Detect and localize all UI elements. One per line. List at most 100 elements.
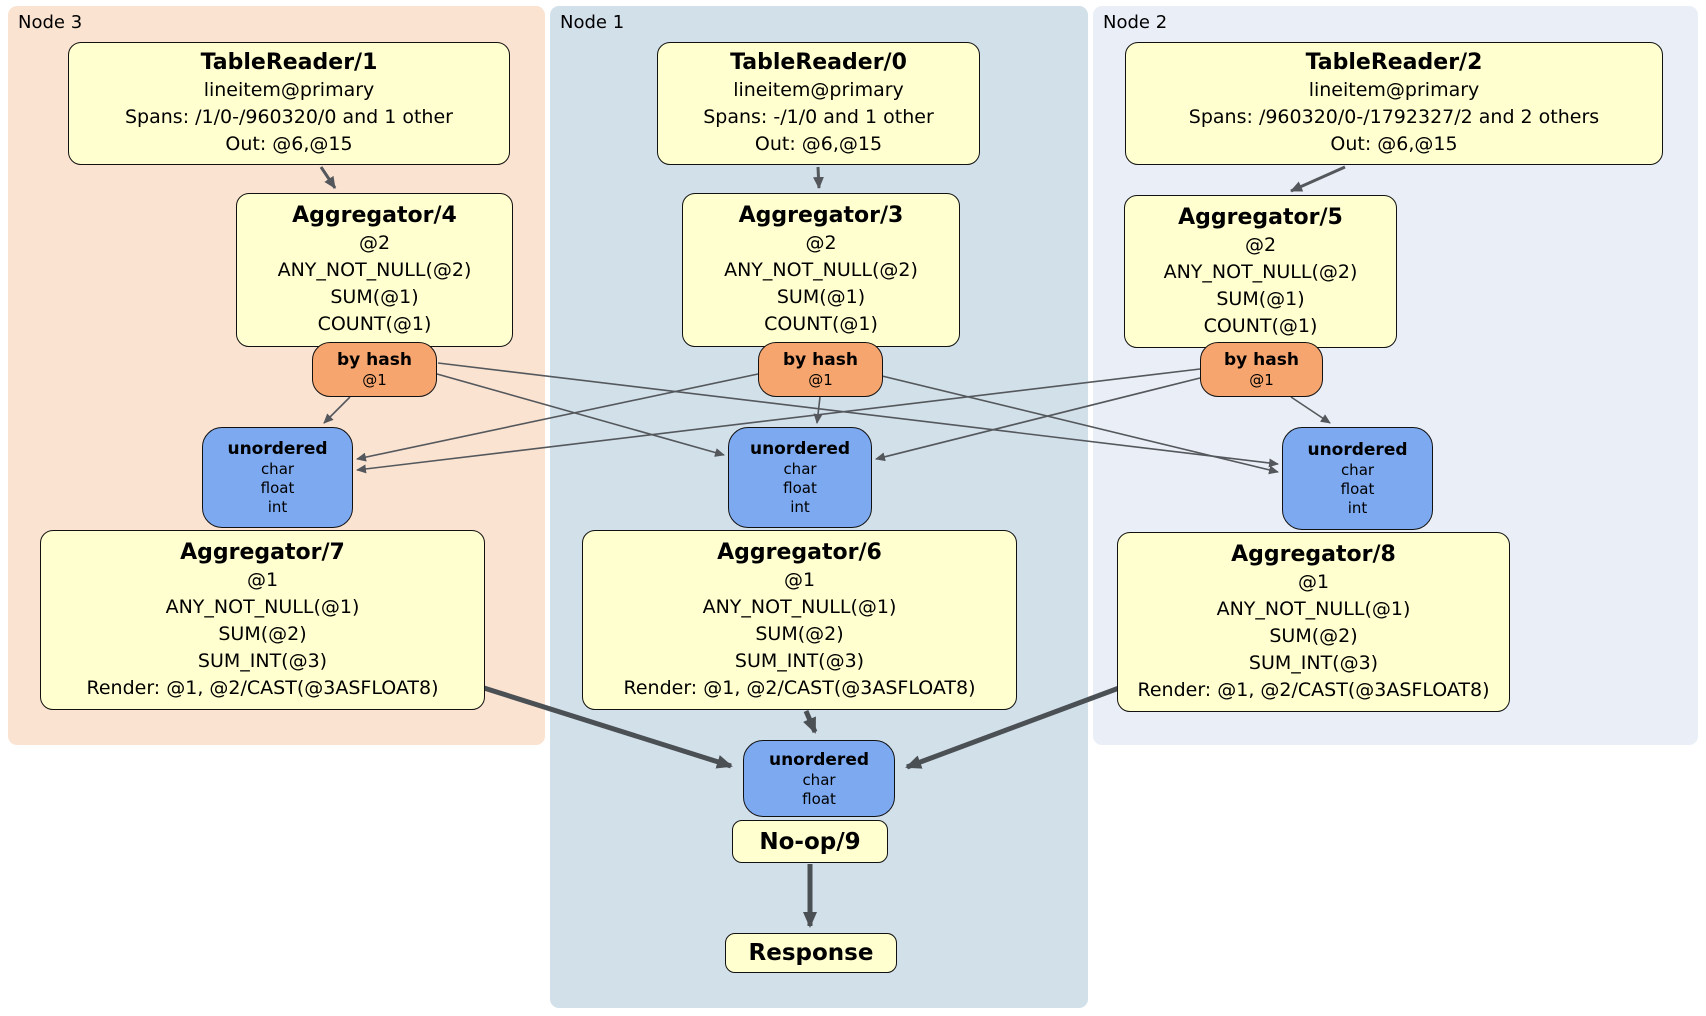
sync-line: char	[802, 770, 836, 789]
aggregator-6-box: Aggregator/6 @1 ANY_NOT_NULL(@1) SUM(@2)…	[582, 530, 1017, 710]
edge-router-left-to-sync-middle	[436, 373, 725, 457]
processor-line: lineitem@primary	[1308, 79, 1480, 101]
edge-aggregator6-to-final-sync	[803, 710, 818, 734]
sync-line: float	[802, 789, 836, 808]
processor-line: SUM(@1)	[776, 286, 866, 308]
processor-line: @2	[1244, 233, 1277, 256]
processor-title: Aggregator/4	[292, 203, 457, 228]
aggregator-4-box: Aggregator/4 @2 ANY_NOT_NULL(@2) SUM(@1)…	[236, 193, 513, 347]
edge-router-middle-to-sync-left	[356, 373, 759, 462]
processor-title: Aggregator/5	[1178, 204, 1343, 230]
processor-title: Response	[748, 940, 874, 966]
processor-line: Out: @6,@15	[1330, 133, 1458, 155]
sync-title: unordered	[749, 439, 851, 459]
processor-title: Aggregator/8	[1231, 541, 1396, 567]
router-detail: @1	[808, 371, 833, 389]
processor-line: COUNT(@1)	[764, 313, 878, 335]
processor-title: TableReader/0	[730, 50, 907, 75]
sync-title: unordered	[227, 439, 328, 459]
processor-line: @1	[246, 568, 279, 591]
edge-router-right-to-sync-middle	[875, 377, 1201, 462]
router-title: by hash	[1224, 350, 1299, 370]
processor-line: ANY_NOT_NULL(@2)	[1163, 260, 1358, 283]
processor-line: COUNT(@1)	[317, 313, 432, 335]
sync-title: unordered	[1307, 440, 1408, 460]
sync-title: unordered	[768, 749, 870, 770]
aggregator-8-box: Aggregator/8 @1 ANY_NOT_NULL(@1) SUM(@2)…	[1117, 532, 1510, 712]
sync-line: float	[260, 479, 295, 497]
sync-line: char	[260, 460, 295, 478]
processor-line: Out: @6,@15	[225, 133, 353, 155]
sync-line: int	[1347, 499, 1368, 517]
panel-label-node1: Node 1	[560, 12, 625, 33]
processor-line: SUM(@1)	[330, 286, 419, 308]
router-detail: @1	[362, 371, 387, 389]
sync-line: char	[783, 460, 817, 478]
processor-line: SUM(@2)	[218, 622, 307, 645]
processor-title: Aggregator/6	[717, 539, 882, 565]
tablereader-1-box: TableReader/1 lineitem@primary Spans: /1…	[68, 42, 510, 165]
processor-line: Render: @1, @2/CAST(@3ASFLOAT8)	[1137, 678, 1490, 701]
processor-line: Out: @6,@15	[754, 133, 883, 155]
processor-title: TableReader/1	[200, 50, 378, 75]
unordered-sync-final: unordered char float	[743, 740, 895, 817]
unordered-sync-left: unordered char float int	[202, 427, 353, 528]
processor-line: ANY_NOT_NULL(@2)	[277, 259, 472, 281]
processor-line: SUM_INT(@3)	[1248, 651, 1379, 674]
edge-tablereader0-to-aggregator3	[812, 166, 824, 189]
noop-box: No-op/9	[732, 820, 888, 863]
unordered-sync-middle: unordered char float int	[728, 427, 872, 528]
processor-line: SUM_INT(@3)	[197, 649, 328, 672]
edge-router-left-to-sync-right	[437, 362, 1279, 468]
aggregator-5-box: Aggregator/5 @2 ANY_NOT_NULL(@2) SUM(@1)…	[1124, 195, 1397, 348]
processor-line: lineitem@primary	[733, 79, 904, 101]
hash-router-left: by hash @1	[312, 342, 437, 397]
processor-line: ANY_NOT_NULL(@1)	[1216, 597, 1411, 620]
edge-aggregator7-to-final-sync	[483, 685, 733, 769]
router-title: by hash	[783, 350, 858, 370]
processor-line: @1	[1297, 570, 1330, 593]
processor-line: ANY_NOT_NULL(@2)	[724, 259, 918, 281]
router-detail: @1	[1249, 371, 1274, 389]
tablereader-2-box: TableReader/2 lineitem@primary Spans: /9…	[1125, 42, 1663, 165]
router-title: by hash	[337, 350, 412, 370]
edge-router-middle-to-sync-right	[881, 375, 1279, 475]
sync-line: int	[267, 498, 288, 516]
processor-line: Spans: -/1/0 and 1 other	[703, 106, 934, 128]
processor-title: Aggregator/3	[738, 203, 904, 228]
panel-label-node3: Node 3	[18, 12, 83, 33]
edge-aggregator8-to-final-sync	[905, 685, 1120, 770]
processor-title: TableReader/2	[1305, 50, 1483, 75]
processor-line: Render: @1, @2/CAST(@3ASFLOAT8)	[86, 676, 439, 699]
processor-line: Spans: /960320/0-/1792327/2 and 2 others	[1188, 106, 1600, 128]
hash-router-right: by hash @1	[1200, 342, 1323, 397]
processor-title: No-op/9	[759, 828, 861, 855]
processor-title: Aggregator/7	[180, 539, 345, 565]
edge-router-right-to-sync-left	[356, 368, 1201, 474]
processor-line: SUM(@2)	[1269, 624, 1358, 647]
aggregator-3-box: Aggregator/3 @2 ANY_NOT_NULL(@2) SUM(@1)…	[682, 193, 960, 347]
edge-router-left-to-sync-left	[323, 396, 351, 424]
sync-line: char	[1340, 461, 1375, 479]
processor-line: SUM_INT(@3)	[734, 649, 865, 672]
processor-line: @1	[783, 568, 816, 591]
edge-router-middle-to-sync-middle	[813, 396, 823, 424]
response-box: Response	[725, 933, 897, 973]
processor-line: @2	[358, 232, 391, 254]
tablereader-0-box: TableReader/0 lineitem@primary Spans: -/…	[657, 42, 980, 165]
processor-line: @2	[805, 232, 837, 254]
processor-line: SUM(@2)	[755, 622, 844, 645]
processor-line: Spans: /1/0-/960320/0 and 1 other	[125, 106, 453, 128]
unordered-sync-right: unordered char float int	[1282, 427, 1433, 530]
processor-line: Render: @1, @2/CAST(@3ASFLOAT8)	[623, 676, 976, 699]
processor-line: ANY_NOT_NULL(@1)	[702, 595, 897, 618]
processor-line: ANY_NOT_NULL(@1)	[165, 595, 360, 618]
edge-router-right-to-sync-right	[1290, 396, 1331, 424]
processor-line: lineitem@primary	[203, 79, 375, 101]
sync-line: float	[1340, 480, 1375, 498]
panel-label-node2: Node 2	[1103, 12, 1168, 33]
aggregator-7-box: Aggregator/7 @1 ANY_NOT_NULL(@1) SUM(@2)…	[40, 530, 485, 710]
edge-tablereader1-to-aggregator4	[319, 166, 337, 189]
